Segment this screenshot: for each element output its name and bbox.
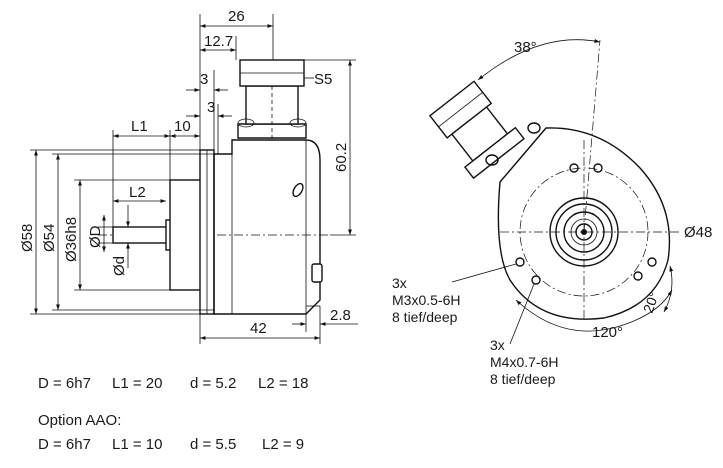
dim-10: 10 [174, 118, 191, 135]
option-D: D = 6h7 [38, 436, 91, 453]
shaft [112, 226, 169, 244]
dim-26: 26 [228, 8, 245, 25]
m3-hole-3 [633, 271, 643, 281]
m3-hole-1 [515, 257, 525, 267]
dim-3-lower: 3 [207, 99, 215, 116]
m4-depth: 8 tief/deep [490, 371, 556, 387]
front-spigot [169, 179, 203, 291]
spec-table: D = 6h7 L1 = 20 d = 5.2 L2 = 18 Option A… [38, 375, 308, 453]
m4-thread: M4x0.7-6H [490, 354, 558, 370]
option-d: d = 5.5 [190, 436, 236, 453]
encoder-body [213, 139, 321, 315]
dim-dia-48: Ø48 [684, 224, 712, 241]
dim-dia-36h8: Ø36h8 [63, 217, 80, 262]
front-connector [428, 80, 525, 180]
angle-20: 20° [640, 290, 662, 315]
connector-neck [245, 85, 299, 125]
dim-S5: S5 [314, 71, 332, 88]
dim-2-8: 2.8 [330, 307, 351, 324]
m4-count: 3x [490, 337, 505, 353]
bolt-circle [519, 167, 649, 297]
option-L2: L2 = 9 [262, 436, 304, 453]
m3-depth: 8 tief/deep [392, 309, 458, 325]
dim-L1: L1 [131, 118, 148, 135]
m3-hole-2 [593, 163, 603, 173]
front-view: 38° Ø48 120° 20° 3x M3x0.5-6H 8 tief/dee… [392, 38, 712, 387]
dim-L2: L2 [129, 184, 146, 201]
m4-hole-3 [647, 257, 657, 267]
m3-thread: M3x0.5-6H [392, 292, 460, 308]
m4-hole-1 [531, 275, 541, 285]
body-oval-mark [292, 182, 304, 198]
option-L1: L1 = 10 [112, 436, 162, 453]
dim-12-7: 12.7 [204, 33, 233, 50]
spec-L2: L2 = 18 [258, 375, 308, 392]
m4-hole-2 [569, 163, 579, 173]
spec-L1: L1 = 20 [112, 375, 162, 392]
spec-d: d = 5.2 [190, 375, 236, 392]
dim-60-2: 60.2 [333, 143, 350, 172]
dim-dia-d: Ød [111, 256, 128, 276]
dim-42: 42 [250, 320, 267, 337]
angle-38: 38° [514, 39, 537, 56]
shaft-end [575, 223, 593, 241]
dim-dia-54: Ø54 [41, 224, 58, 252]
m3-count: 3x [392, 275, 407, 291]
spec-D: D = 6h7 [38, 375, 91, 392]
rear-detail [311, 263, 323, 283]
option-title: Option AAO: [38, 412, 121, 429]
dim-dia-D: ØD [87, 225, 104, 248]
dim-dia-58: Ø58 [19, 224, 36, 252]
side-view: 26 12.7 3 3 L1 10 L2 Ø58 Ø54 [19, 8, 358, 344]
angle-120: 120° [592, 324, 623, 341]
dim-3-upper: 3 [200, 71, 208, 88]
